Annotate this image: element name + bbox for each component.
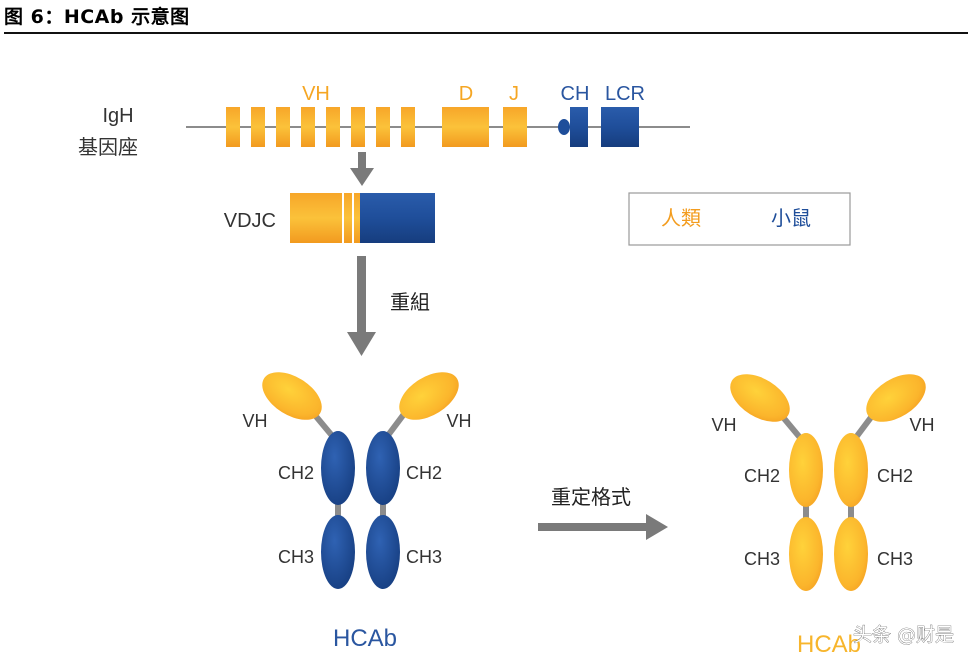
ch-segment (570, 107, 588, 147)
watermark: 头条 @财是 (853, 624, 954, 646)
hcab-antibody-left (262, 372, 459, 589)
d-segment-label: D (459, 83, 473, 105)
ch3-domain (366, 515, 400, 589)
ch-marker-dot (558, 119, 570, 135)
ch3-domain (789, 517, 823, 591)
lcr-segment (601, 107, 639, 147)
arrow-reformat (538, 514, 668, 540)
vh-segment (326, 107, 340, 147)
vh-domain (866, 374, 926, 422)
right-ab-ch2-left-label: CH2 (744, 466, 780, 486)
legend-box (628, 192, 851, 246)
legend-human-label: 人類 (661, 206, 701, 230)
hcab-antibody-right (730, 374, 926, 591)
vh-segment (226, 107, 240, 147)
vh-segment (376, 107, 390, 147)
right-ab-vh-right-label: VH (909, 415, 934, 435)
ch-segment-label: CH (561, 83, 590, 105)
vh-segment (351, 107, 365, 147)
d-segment (442, 107, 489, 147)
figure-title: 图 6：HCAb 示意图 (4, 6, 190, 28)
left-ab-vh-left-label: VH (242, 411, 267, 431)
ch3-domain (834, 517, 868, 591)
vdjc-label: VDJC (224, 210, 276, 232)
right-ab-ch3-right-label: CH3 (877, 549, 913, 569)
ch2-domain (834, 433, 868, 507)
vdjc-block (290, 193, 435, 243)
right-ab-name: HCAb (797, 631, 861, 658)
right-ab-ch2-right-label: CH2 (877, 466, 913, 486)
title-divider (4, 32, 968, 34)
vh-segment (301, 107, 315, 147)
left-ab-vh-right-label: VH (446, 411, 471, 431)
reformat-label: 重定格式 (551, 485, 631, 509)
vh-segment (401, 107, 415, 147)
right-ab-ch3-left-label: CH3 (744, 549, 780, 569)
vh-segment (276, 107, 290, 147)
left-ab-ch2-left-label: CH2 (278, 463, 314, 483)
legend: 人類 小鼠 (628, 192, 851, 246)
locus-label-gene: 基因座 (78, 135, 138, 159)
vh-segment (251, 107, 265, 147)
left-ab-ch3-left-label: CH3 (278, 547, 314, 567)
vh-segment-label: VH (302, 83, 330, 105)
right-ab-vh-left-label: VH (711, 415, 736, 435)
left-ab-ch2-right-label: CH2 (406, 463, 442, 483)
lcr-segment-label: LCR (605, 83, 645, 105)
arrow-locus-to-vdjc (350, 152, 374, 186)
ch3-domain (321, 515, 355, 589)
left-ab-name: HCAb (333, 625, 397, 652)
legend-mouse-label: 小鼠 (771, 206, 811, 230)
ch2-domain (321, 431, 355, 505)
left-ab-ch3-right-label: CH3 (406, 547, 442, 567)
j-segment-label: J (509, 83, 519, 105)
recombination-label: 重組 (390, 290, 430, 314)
ch2-domain (366, 431, 400, 505)
vh-domain (399, 372, 459, 420)
vh-domain (730, 374, 790, 422)
ch2-domain (789, 433, 823, 507)
arrow-recombination (347, 256, 376, 356)
j-segment (503, 107, 527, 147)
locus-label-igh: IgH (102, 105, 133, 127)
vh-segments (226, 107, 415, 147)
vh-domain (262, 372, 322, 420)
